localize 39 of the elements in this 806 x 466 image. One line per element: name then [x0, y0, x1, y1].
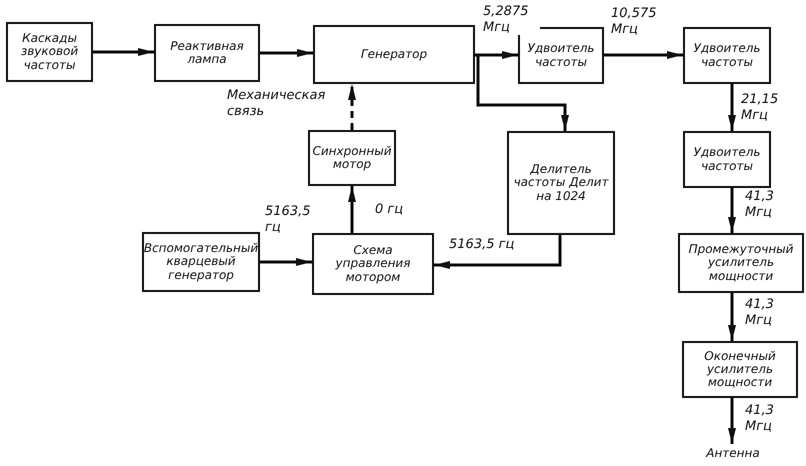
arrow: [475, 54, 569, 131]
arrow: [348, 186, 356, 233]
arrow: [260, 49, 313, 57]
block-box: [308, 130, 396, 186]
block-box: [313, 25, 475, 84]
block-box: [142, 232, 260, 292]
block-box: [683, 27, 771, 84]
block-box: [154, 24, 260, 82]
block-text: Промежуточный усилитель мощности: [688, 243, 794, 283]
block-box: [312, 233, 434, 295]
arrow: [604, 51, 683, 59]
block-text: Оконечный усилитель мощности: [703, 350, 777, 390]
block-text: Удвоитель частоты: [692, 146, 762, 173]
arrow: [728, 84, 736, 131]
arrow: [728, 188, 736, 233]
block-box: [682, 341, 798, 398]
arrow: [93, 48, 154, 56]
block-box: [678, 233, 804, 293]
arrow: [728, 398, 736, 444]
block-box: [683, 131, 771, 188]
arrow: [260, 258, 312, 266]
block-text: Вспомогательный кварцевый генератор: [144, 242, 258, 282]
edge-label: 5163,5 гц: [264, 204, 312, 236]
block-text: Удвоитель частоты: [692, 42, 762, 69]
block-text: Делитель частоты Делит на 1024: [512, 163, 610, 203]
arrow: [728, 293, 736, 341]
antenna-label: Антенна: [700, 444, 766, 464]
block-text: Генератор: [360, 48, 428, 62]
block-text: Удвоитель частоты: [526, 42, 596, 69]
block-box: [518, 27, 604, 84]
block-text: Реактивная лампа: [169, 40, 245, 66]
edge-label: 5,2875 Мгц: [482, 4, 540, 36]
block-box: [507, 131, 615, 235]
block-text: Синхронный мотор: [312, 144, 392, 172]
block-box: [6, 22, 93, 82]
block-text: Схема управления мотором: [334, 244, 412, 284]
block-text: Каскады звуковой частоты: [20, 32, 80, 72]
arrow: [434, 235, 562, 269]
arrow: [348, 84, 356, 130]
